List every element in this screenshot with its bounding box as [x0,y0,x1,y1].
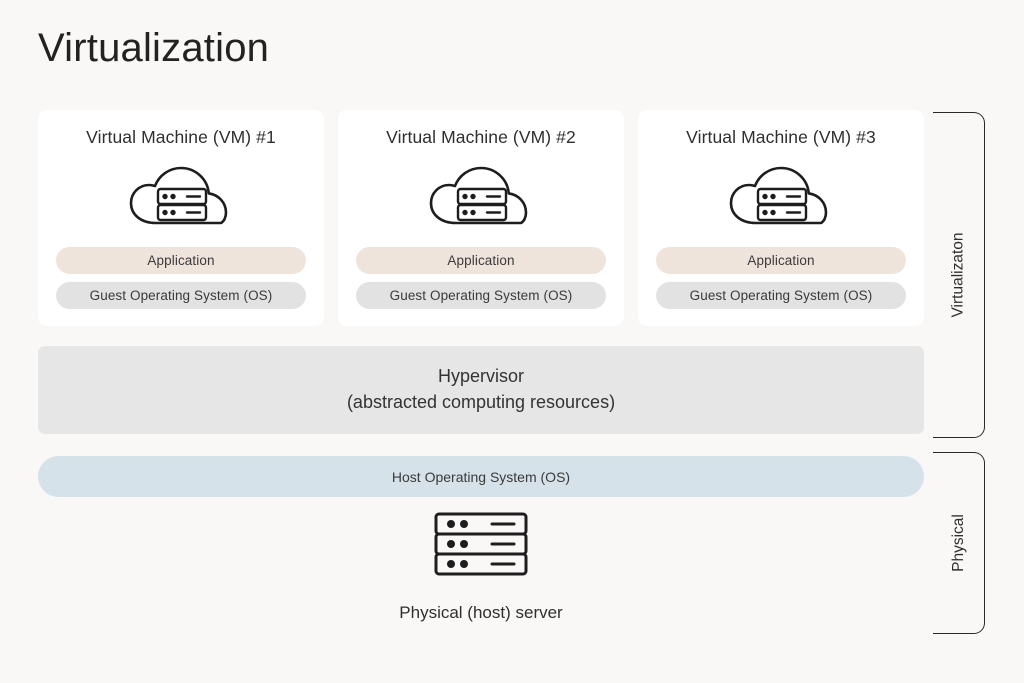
bracket-physical-text: Physical [949,514,967,572]
hypervisor-title: Hypervisor [437,366,525,387]
guest-os-pill[interactable]: Guest Operating System (OS) [56,282,306,309]
bracket-virtualization-label: Virtualizaton [933,113,984,437]
vm-card-2[interactable]: Virtual Machine (VM) #2 Application Gues… [338,110,624,326]
vm-card-1[interactable]: Virtual Machine (VM) #1 Application Gues… [38,110,324,326]
server-rack-icon [434,512,528,583]
application-pill[interactable]: Application [56,247,306,274]
application-pill[interactable]: Application [656,247,906,274]
bracket-physical-label: Physical [933,453,984,633]
host-os-bar[interactable]: Host Operating System (OS) [38,456,924,497]
hypervisor-band[interactable]: Hypervisor (abstracted computing resourc… [38,346,924,434]
vm-row: Virtual Machine (VM) #1 Application Gues… [38,110,924,326]
page-title: Virtualization [38,26,270,70]
vm-card-title: Virtual Machine (VM) #2 [386,127,576,147]
hypervisor-subtitle: (abstracted computing resources) [346,392,616,412]
application-pill[interactable]: Application [356,247,606,274]
vm-card-3[interactable]: Virtual Machine (VM) #3 Application Gues… [638,110,924,326]
cloud-server-icon [725,164,837,230]
bracket-virtualization-text: Virtualizaton [949,232,967,318]
vm-card-title: Virtual Machine (VM) #1 [86,127,276,147]
physical-server-caption: Physical (host) server [399,603,563,622]
cloud-server-icon [425,164,537,230]
bracket-physical: Physical [933,452,985,634]
cloud-server-icon [125,164,237,230]
guest-os-pill[interactable]: Guest Operating System (OS) [356,282,606,309]
physical-server-block: Physical (host) server [38,512,924,623]
guest-os-pill[interactable]: Guest Operating System (OS) [656,282,906,309]
vm-card-title: Virtual Machine (VM) #3 [686,127,876,147]
bracket-virtualization: Virtualizaton [933,112,985,438]
